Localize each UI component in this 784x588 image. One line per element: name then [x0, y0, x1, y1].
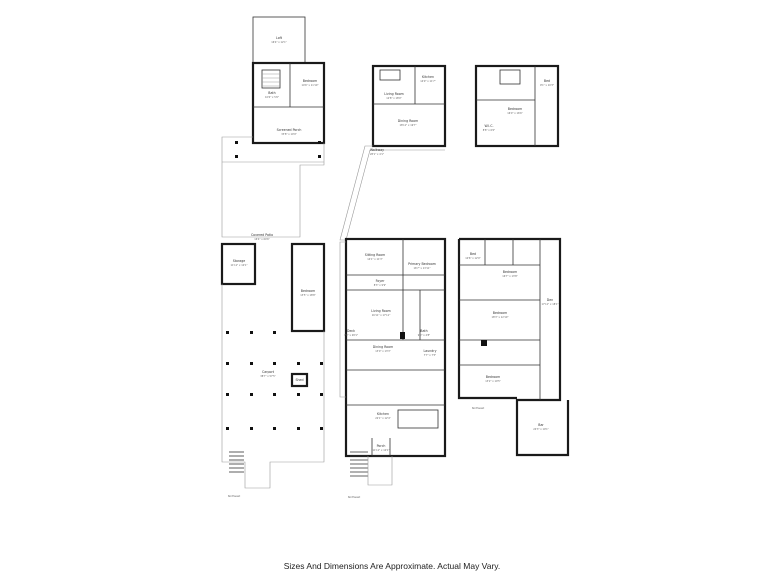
- svg-text:9'1" x 10'3": 9'1" x 10'3": [540, 84, 554, 87]
- room-label-bedroom: Bedroom: [301, 289, 315, 293]
- room-label-laundry: Laundry: [424, 349, 437, 353]
- room-label-living-room: Living Room: [384, 92, 404, 96]
- room-label-kitchen: Kitchen: [377, 412, 389, 416]
- room-label-deck: Deck: [347, 329, 355, 333]
- svg-text:16'4" x 64'6": 16'4" x 64'6": [254, 238, 270, 241]
- svg-text:16'4" x 12'1": 16'4" x 12'1": [271, 41, 287, 44]
- svg-text:14'1" x 11'3": 14'1" x 11'3": [367, 258, 383, 261]
- room-label-carport: Carport: [262, 370, 275, 374]
- svg-text:13'2" x 10'5": 13'2" x 10'5": [485, 380, 501, 383]
- svg-text:8'8" x 6'0": 8'8" x 6'0": [483, 129, 496, 132]
- svg-text:17'11" x 18'1": 17'11" x 18'1": [541, 303, 558, 306]
- room-label-bedroom: Bedroom: [503, 270, 517, 274]
- svg-text:33'8" x 10'9": 33'8" x 10'9": [281, 133, 297, 136]
- room-label-storage: Storage: [233, 259, 246, 263]
- svg-text:22'1" x 12'4": 22'1" x 12'4": [375, 417, 391, 420]
- svg-text:14'9" x 11'7": 14'9" x 11'7": [420, 80, 436, 83]
- room-label-bedroom: Bedroom: [508, 107, 522, 111]
- room-label-screened-porch: Screened Porch: [277, 128, 302, 132]
- svg-text:16'7" x 13'11": 16'7" x 13'11": [413, 267, 430, 270]
- upper-right-floor: Bed 9'1" x 10'3" Bedroom 16'0" x 16'6" W…: [474, 64, 560, 148]
- room-label-shed: Shed: [295, 378, 303, 382]
- svg-text:7'7" x 7'5": 7'7" x 7'5": [424, 354, 437, 357]
- room-label-covered-patio: Covered Patio: [251, 233, 273, 237]
- room-label-primary-bedroom: Primary Bedroom: [408, 262, 436, 266]
- room-label-dining-room: Dining Room: [398, 119, 418, 123]
- svg-text:24'3" x 19'1": 24'3" x 19'1": [533, 428, 549, 431]
- room-label-bath: Bath: [420, 329, 427, 333]
- room-label-porch: Porch: [377, 444, 386, 448]
- room-label-bedroom: Bedroom: [493, 311, 507, 315]
- room-label-sitting-room: Sitting Room: [365, 253, 385, 257]
- room-label-bed: Bed: [544, 79, 550, 83]
- room-label-dining-room: Dining Room: [373, 345, 393, 349]
- room-label-den: Den: [547, 298, 553, 302]
- room-label-bar: Bar: [538, 423, 544, 427]
- svg-text:8'3" x 9'9": 8'3" x 9'9": [374, 284, 387, 287]
- lower-middle-floor: Sitting Room 14'1" x 11'3" Primary Bedro…: [339, 237, 447, 499]
- lower-right-floor: Bed 10'6" x 12'0" Bedroom 16'7" x 13'8" …: [457, 237, 570, 457]
- svg-text:14'6" x 11'10": 14'6" x 11'10": [301, 84, 318, 87]
- upper-middle-floor: Kitchen 14'9" x 11'7" Living Room 12'8" …: [339, 64, 447, 241]
- lower-left-floor: Covered Patio 16'4" x 64'6" Storage 11'1…: [220, 233, 326, 498]
- dimensions-disclaimer: Sizes And Dimensions Are Approximate. Ac…: [283, 561, 501, 571]
- room-label-kitchen: Kitchen: [422, 75, 434, 79]
- room-label-bed: Bed: [470, 252, 476, 256]
- svg-text:13'5" x 18'8": 13'5" x 18'8": [300, 294, 316, 297]
- compass-label: Northwest: [348, 496, 360, 499]
- room-label-wic: W.I.C.: [485, 124, 494, 128]
- svg-text:10'6" x 5'6": 10'6" x 5'6": [265, 96, 279, 99]
- room-label-bedroom: Bedroom: [303, 79, 317, 83]
- compass-label: Northwest: [472, 407, 484, 410]
- svg-text:28'1" x 4'1": 28'1" x 4'1": [370, 153, 384, 156]
- svg-text:11'11" x 10'1": 11'11" x 10'1": [372, 449, 389, 452]
- upper-left-floor: Loft 16'4" x 12'1" Bedroom 14'6" x 11'10…: [221, 16, 326, 238]
- room-label-bath: Bath: [268, 91, 275, 95]
- svg-text:9'0" x 4'8": 9'0" x 4'8": [418, 334, 431, 337]
- svg-text:18'11" x 19'7": 18'11" x 19'7": [399, 124, 416, 127]
- room-label-living-room: Living Room: [371, 309, 391, 313]
- svg-text:13'0" x 13'3": 13'0" x 13'3": [375, 350, 391, 353]
- compass-label: Northwest: [228, 495, 240, 498]
- room-label-walkway: Walkway: [370, 148, 384, 152]
- svg-text:7'0" x 28'1": 7'0" x 28'1": [344, 334, 358, 337]
- room-label-bedroom: Bedroom: [486, 375, 500, 379]
- svg-text:18'3" x 12'10": 18'3" x 12'10": [491, 316, 508, 319]
- svg-text:11'11" x 10'1": 11'11" x 10'1": [230, 264, 247, 267]
- svg-text:16'11" x 17'11": 16'11" x 17'11": [372, 314, 391, 317]
- room-label-foyer: Foyer: [376, 279, 386, 283]
- svg-text:16'7" x 13'8": 16'7" x 13'8": [502, 275, 518, 278]
- svg-text:16'0" x 16'6": 16'0" x 16'6": [507, 112, 523, 115]
- room-label-loft: Loft: [276, 36, 283, 40]
- svg-text:10'6" x 12'0": 10'6" x 12'0": [465, 257, 481, 260]
- svg-text:38'7" x 57'5": 38'7" x 57'5": [260, 375, 276, 378]
- svg-text:12'8" x 18'0": 12'8" x 18'0": [386, 97, 402, 100]
